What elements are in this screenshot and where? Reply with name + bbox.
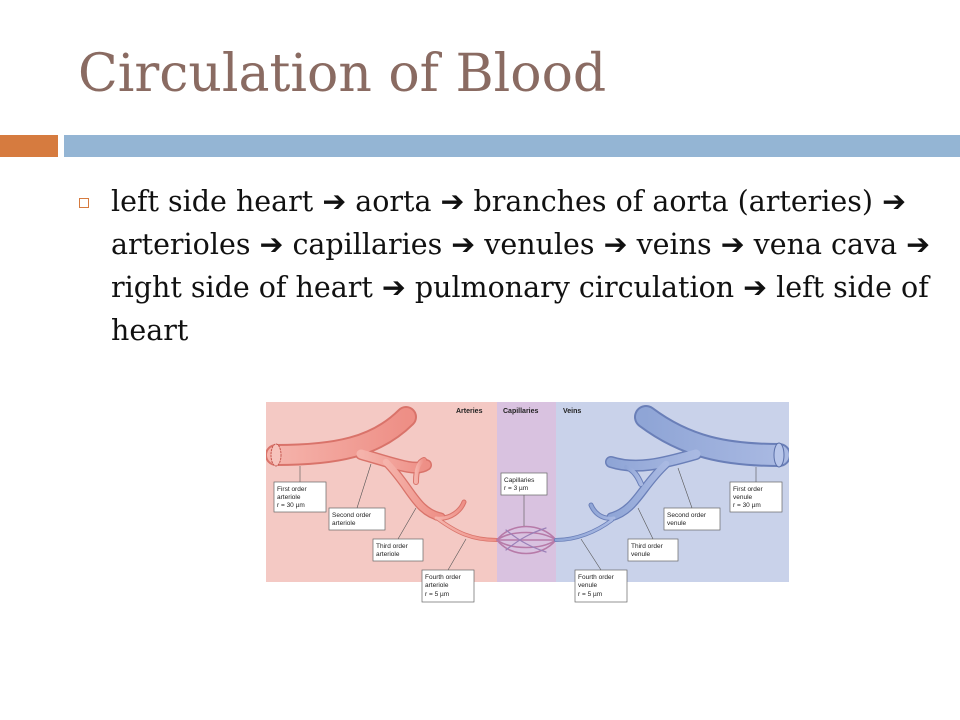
segment-branches-of-aorta: branches of aorta (arteries) bbox=[473, 185, 874, 218]
svg-text:r = 30 µm: r = 30 µm bbox=[277, 502, 305, 509]
accent-bar-orange bbox=[0, 135, 58, 157]
svg-text:Fourth order: Fourth order bbox=[425, 574, 462, 581]
segment-pulmonary-circulation: pulmonary circulation bbox=[414, 271, 735, 304]
svg-text:arteriole: arteriole bbox=[425, 582, 449, 589]
arrow-right-icon: ➔ bbox=[882, 185, 906, 218]
segment-aorta: aorta bbox=[355, 185, 432, 218]
segment-right-side-of-heart: right side of heart bbox=[111, 271, 373, 304]
svg-text:venule: venule bbox=[667, 520, 687, 527]
svg-text:r = 5 µm: r = 5 µm bbox=[425, 591, 449, 598]
segment-veins: veins bbox=[636, 228, 712, 261]
accent-bar-blue bbox=[64, 135, 960, 157]
svg-text:arteriole: arteriole bbox=[376, 551, 400, 558]
svg-text:r = 30 µm: r = 30 µm bbox=[733, 502, 761, 509]
arrow-right-icon: ➔ bbox=[906, 228, 931, 261]
segment-left-side-of-heart: left side of heart bbox=[111, 271, 929, 347]
arrow-right-icon: ➔ bbox=[743, 271, 768, 304]
capillary-bed bbox=[496, 525, 557, 555]
slide-title: Circulation of Blood bbox=[78, 44, 607, 104]
leader-lines bbox=[299, 463, 757, 571]
svg-text:venule: venule bbox=[733, 494, 753, 501]
segment-vena-cava: vena cava bbox=[753, 228, 898, 261]
arrow-right-icon: ➔ bbox=[381, 271, 406, 304]
svg-text:Third order: Third order bbox=[376, 543, 409, 550]
label-second-order-venule: Second order venule bbox=[663, 507, 721, 531]
bullet-text: left side heart ➔ aorta ➔ branches of ao… bbox=[111, 180, 931, 352]
segment-venules: venules bbox=[484, 228, 595, 261]
bullet-square-icon bbox=[79, 198, 89, 208]
header-arteries: Arteries bbox=[456, 408, 483, 415]
segment-arterioles: arterioles bbox=[111, 228, 251, 261]
svg-text:venule: venule bbox=[631, 551, 651, 558]
arrow-right-icon: ➔ bbox=[259, 228, 284, 261]
svg-text:First order: First order bbox=[277, 486, 307, 493]
svg-text:First order: First order bbox=[733, 486, 763, 493]
blood-vessel-diagram: Arteries Capillaries Veins bbox=[266, 402, 789, 603]
arrow-right-icon: ➔ bbox=[451, 228, 476, 261]
label-third-order-venule: Third order venule bbox=[627, 538, 679, 562]
segment-left-side-heart: left side heart bbox=[111, 185, 314, 218]
svg-text:Second order: Second order bbox=[332, 512, 372, 519]
arrow-right-icon: ➔ bbox=[322, 185, 347, 218]
label-capillaries: Capillaries r = 3 µm bbox=[500, 472, 548, 496]
svg-text:arteriole: arteriole bbox=[277, 494, 301, 501]
arrow-right-icon: ➔ bbox=[720, 228, 745, 261]
label-first-order-venule: First order venule r = 30 µm bbox=[729, 481, 783, 513]
segment-capillaries: capillaries bbox=[292, 228, 443, 261]
svg-text:Second order: Second order bbox=[667, 512, 707, 519]
label-fourth-order-arteriole: Fourth order arteriole r = 5 µm bbox=[421, 569, 475, 603]
svg-text:r = 3 µm: r = 3 µm bbox=[504, 485, 528, 492]
svg-text:Capillaries: Capillaries bbox=[504, 477, 535, 484]
label-fourth-order-venule: Fourth order venule r = 5 µm bbox=[574, 569, 628, 603]
venous-tree bbox=[554, 405, 789, 542]
svg-text:venule: venule bbox=[578, 582, 598, 589]
label-second-order-arteriole: Second order arteriole bbox=[328, 507, 386, 531]
svg-text:arteriole: arteriole bbox=[332, 520, 356, 527]
arrow-right-icon: ➔ bbox=[440, 185, 465, 218]
svg-text:Third order: Third order bbox=[631, 543, 664, 550]
arrow-right-icon: ➔ bbox=[603, 228, 628, 261]
svg-text:r = 5 µm: r = 5 µm bbox=[578, 591, 602, 598]
label-third-order-arteriole: Third order arteriole bbox=[372, 538, 424, 562]
header-capillaries: Capillaries bbox=[503, 408, 539, 415]
arterial-tree bbox=[266, 406, 499, 542]
label-first-order-arteriole: First order arteriole r = 30 µm bbox=[273, 481, 327, 513]
header-veins: Veins bbox=[563, 408, 581, 415]
svg-text:Fourth order: Fourth order bbox=[578, 574, 615, 581]
